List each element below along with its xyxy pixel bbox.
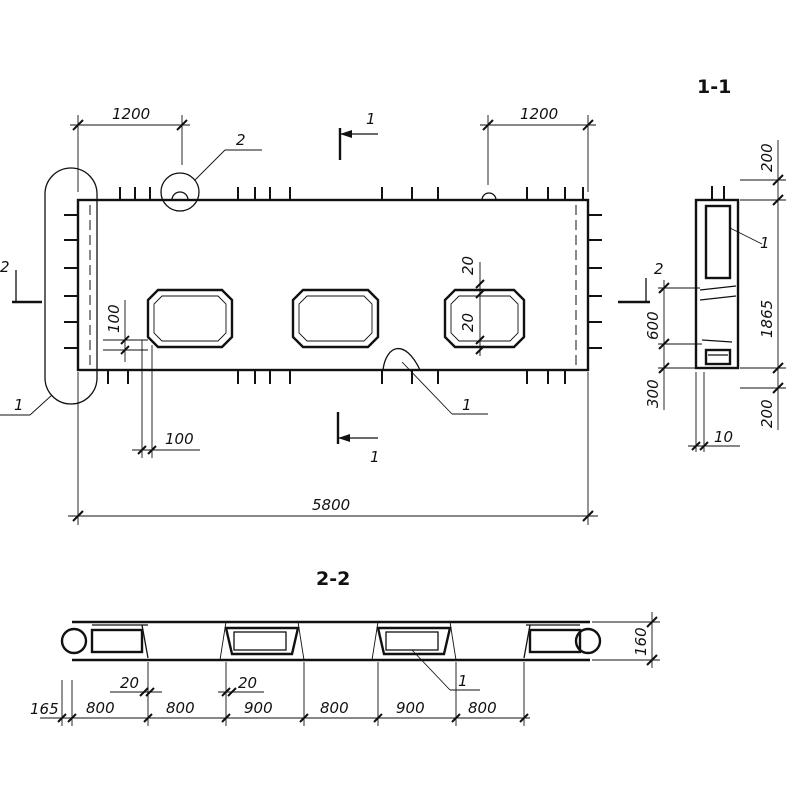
dim-bottom-offset: 100 — [165, 430, 194, 448]
end-circle-left — [60, 627, 88, 655]
section-1-1-dim-bottom: 200 — [758, 399, 776, 428]
section-1-1-dim-300: 300 — [644, 379, 662, 408]
section-2-2-dim-rib-2: 20 — [238, 674, 257, 692]
callout-2-label: 2 — [236, 131, 246, 149]
section-2-2-dim-bottom-3: 900 — [244, 699, 273, 717]
lifting-loop-right — [481, 192, 497, 201]
dim-rib-bottom: 20 — [459, 313, 477, 332]
dim-top-left: 1200 — [70, 105, 190, 192]
callout-bulge-bottom — [382, 347, 421, 371]
cell-4 — [523, 624, 582, 659]
section-2-2-dim-bottom-4: 800 — [320, 699, 349, 717]
section-2-2-dim-chain: 165 800 800 900 800 900 800 — [30, 662, 530, 726]
opening-1 — [146, 288, 234, 349]
section-2-2-dim-bottom-6: 800 — [468, 699, 497, 717]
callout-oval-left — [44, 167, 98, 405]
section-2-2-dim-thickness: 160 — [632, 627, 650, 656]
section-1-1: 1-1 200 1865 200 600 — [618, 76, 786, 452]
section-1-1-callout-1: 1 — [760, 234, 770, 252]
section-mark-top: 1 — [338, 110, 378, 160]
svg-text:2: 2 — [0, 258, 10, 276]
end-circle-right — [574, 627, 602, 655]
callout-1-left-label: 1 — [14, 396, 24, 414]
plan-view: 1200 1200 2 1 1 — [0, 105, 602, 525]
svg-text:1: 1 — [366, 110, 376, 128]
section-2-2-dim-rib-1: 20 — [120, 674, 139, 692]
section-1-1-mark-2: 2 — [654, 260, 664, 278]
cell-2 — [224, 626, 300, 656]
dim-total-value: 5800 — [312, 496, 350, 514]
opening-3 — [443, 288, 526, 349]
section-2-2-dim-bottom-5: 900 — [396, 699, 425, 717]
dim-total: 5800 — [68, 372, 598, 525]
section-1-1-dim-top: 200 — [758, 143, 776, 172]
lifting-loop-left — [171, 191, 189, 201]
rebar-ticks-bottom — [107, 370, 566, 384]
dim-top-right-value: 1200 — [520, 105, 558, 123]
rebar-ticks-left — [64, 214, 78, 349]
dim-rib-top: 20 — [459, 256, 477, 275]
opening-2 — [291, 288, 380, 349]
dim-hole-gap: 100 — [105, 304, 123, 333]
section-2-2-dim-bottom-1: 800 — [86, 699, 115, 717]
callout-circle-2 — [160, 172, 200, 212]
section-2-2-dim-bottom-2: 800 — [166, 699, 195, 717]
section-1-1-dim-height: 1865 — [758, 300, 776, 338]
callout-1-bottom-label: 1 — [462, 396, 472, 414]
dim-top-right: 1200 — [480, 105, 596, 192]
svg-text:1: 1 — [370, 448, 380, 466]
section-2-2-title: 2-2 — [316, 568, 350, 590]
section-mark-2-left: 2 — [0, 258, 42, 304]
section-2-2-dim-165: 165 — [30, 700, 59, 718]
section-1-1-outline — [694, 198, 740, 370]
dim-top-left-value: 1200 — [112, 105, 150, 123]
section-mark-bottom: 1 — [336, 412, 380, 466]
rebar-ticks-top — [119, 187, 584, 200]
section-1-1-title: 1-1 — [697, 76, 731, 98]
section-2-2: 2-2 — [30, 568, 660, 726]
cell-3 — [376, 626, 452, 656]
cell-1 — [90, 624, 149, 659]
section-1-1-dim-600: 600 — [644, 311, 662, 340]
section-1-1-dim-10: 10 — [714, 428, 733, 446]
rebar-ticks-right — [588, 214, 602, 349]
section-2-2-callout-1: 1 — [458, 672, 468, 690]
panel-outline — [76, 198, 590, 372]
